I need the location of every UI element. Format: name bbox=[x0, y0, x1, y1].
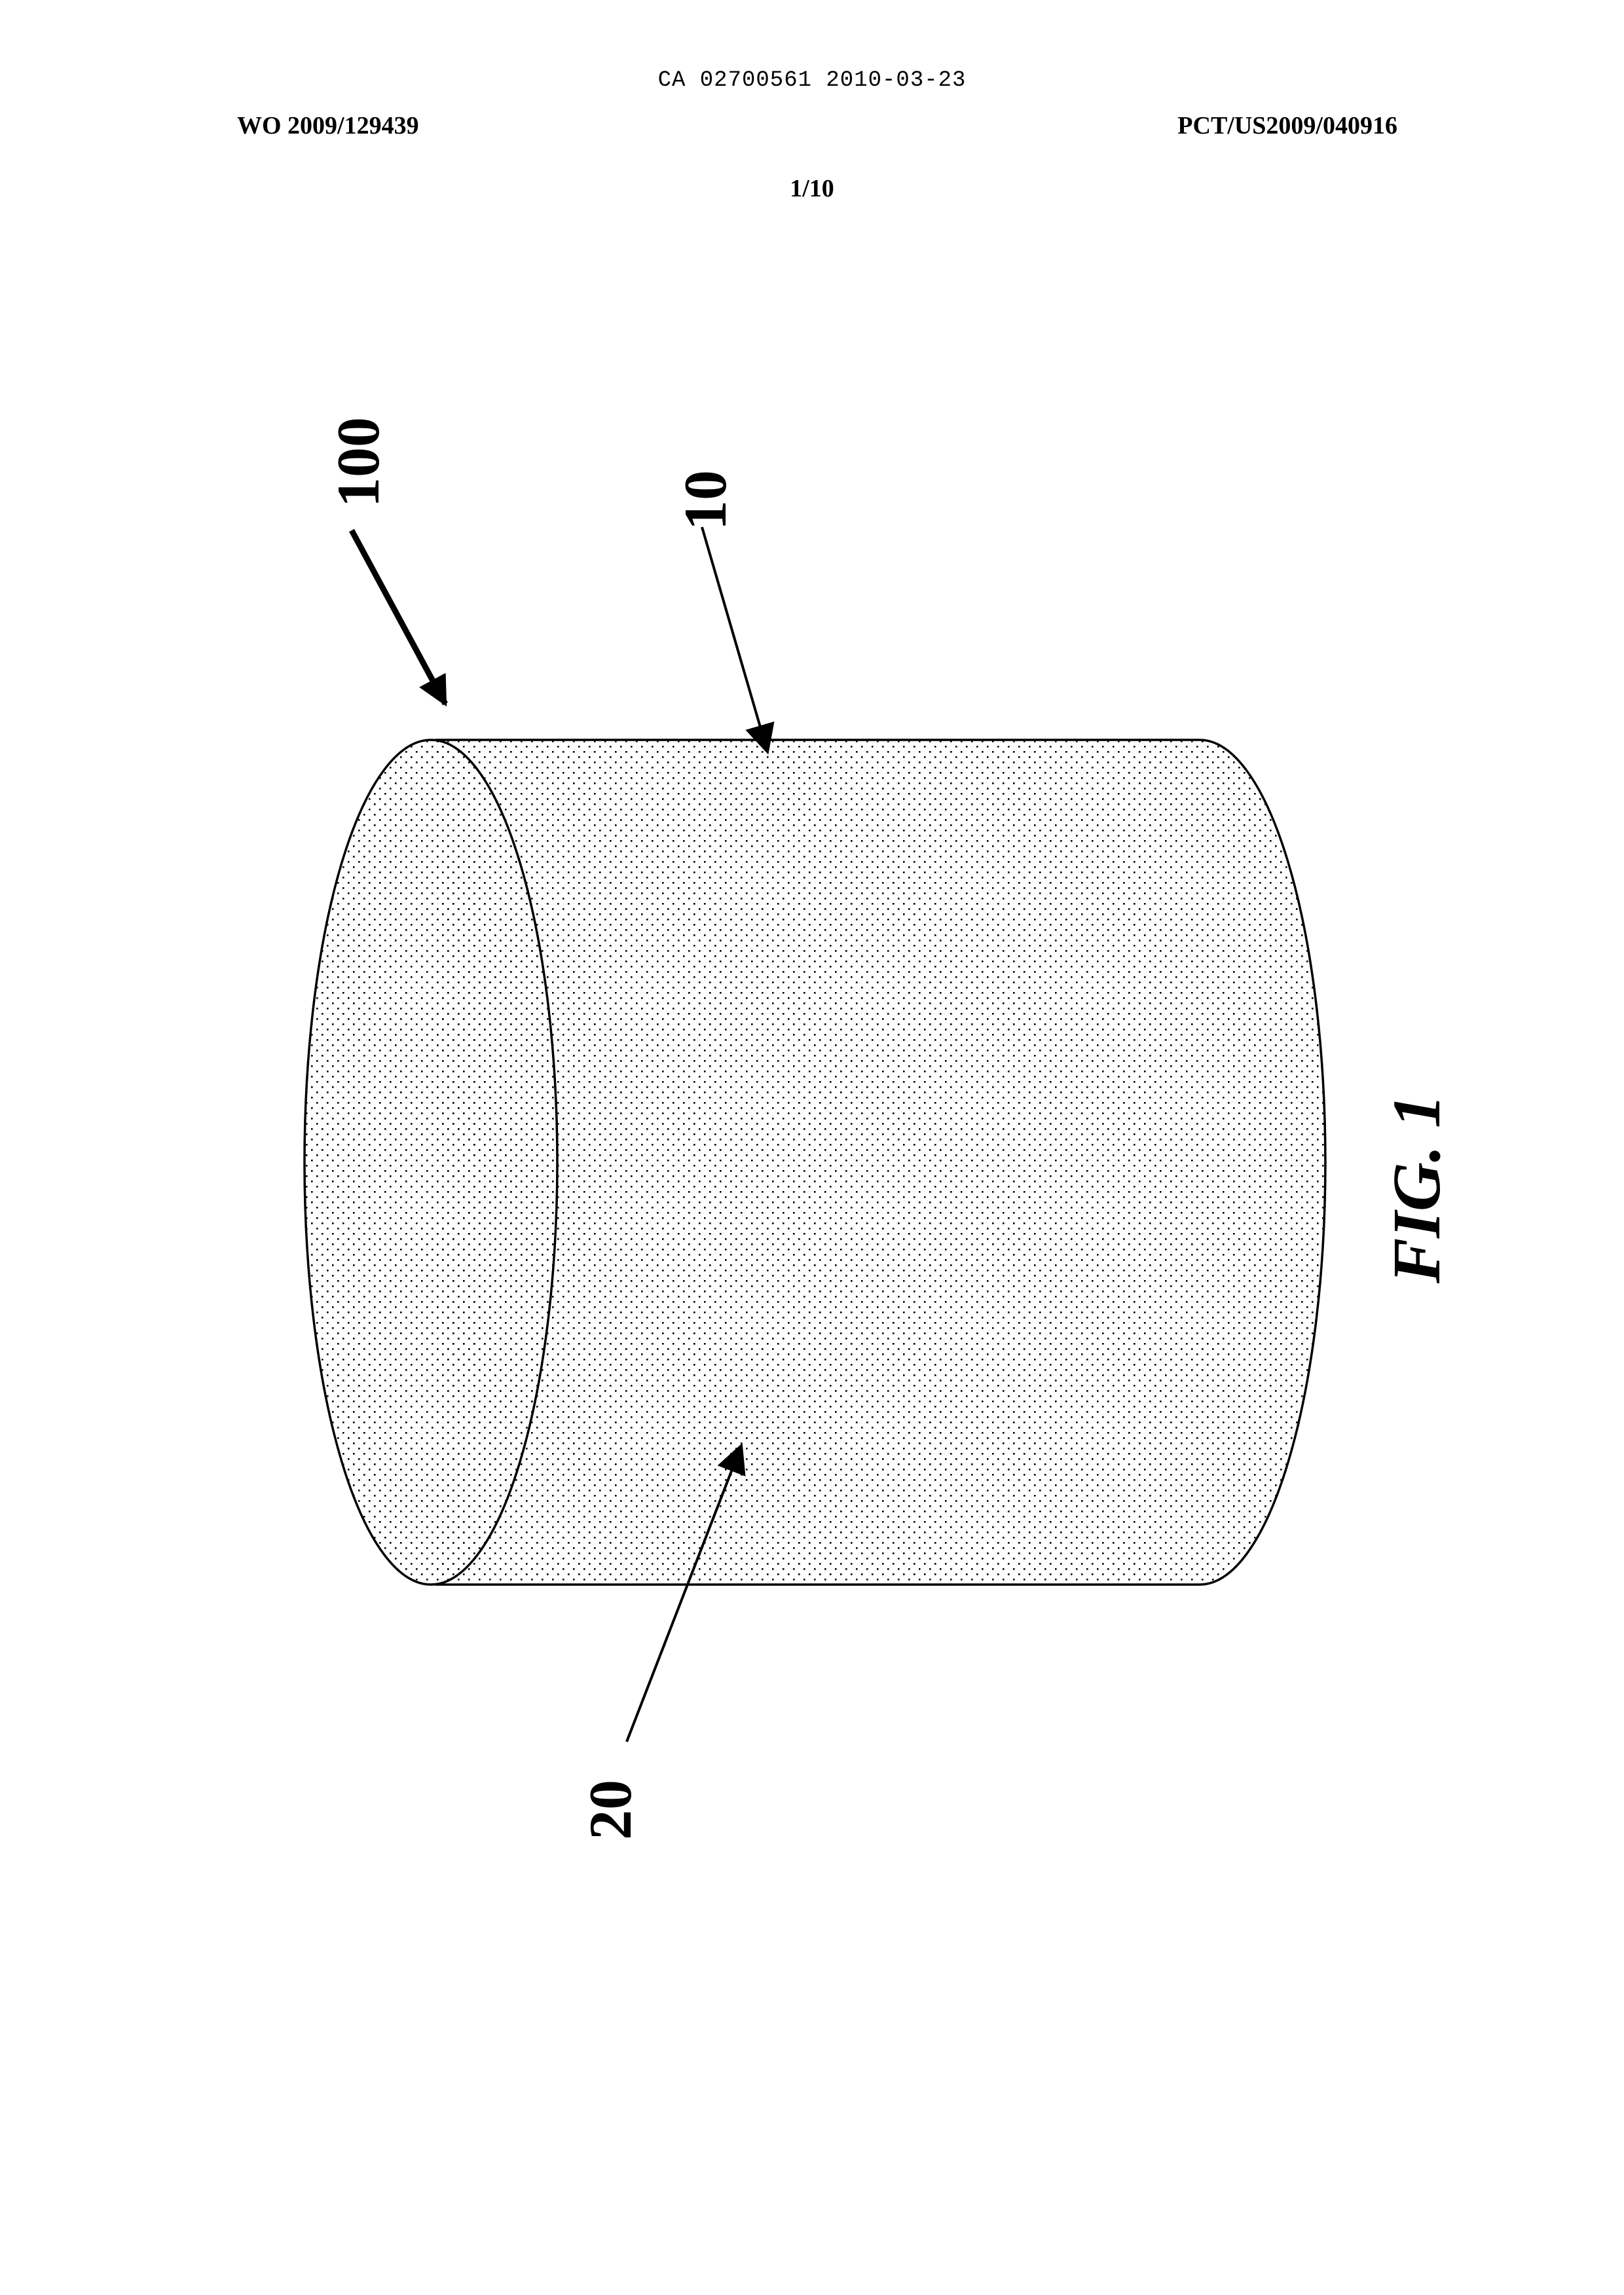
reference-numeral-10: 10 bbox=[672, 470, 739, 530]
reference-numeral-100: 100 bbox=[325, 417, 392, 507]
cylinder-side-surface bbox=[435, 740, 1325, 1585]
reference-numeral-20: 20 bbox=[577, 1780, 644, 1840]
cylinder-end-face bbox=[304, 740, 557, 1585]
leader-10-arrow bbox=[702, 527, 767, 752]
figure-label: FIG. 1 bbox=[1379, 1094, 1454, 1284]
leader-100-arrow bbox=[352, 530, 445, 704]
